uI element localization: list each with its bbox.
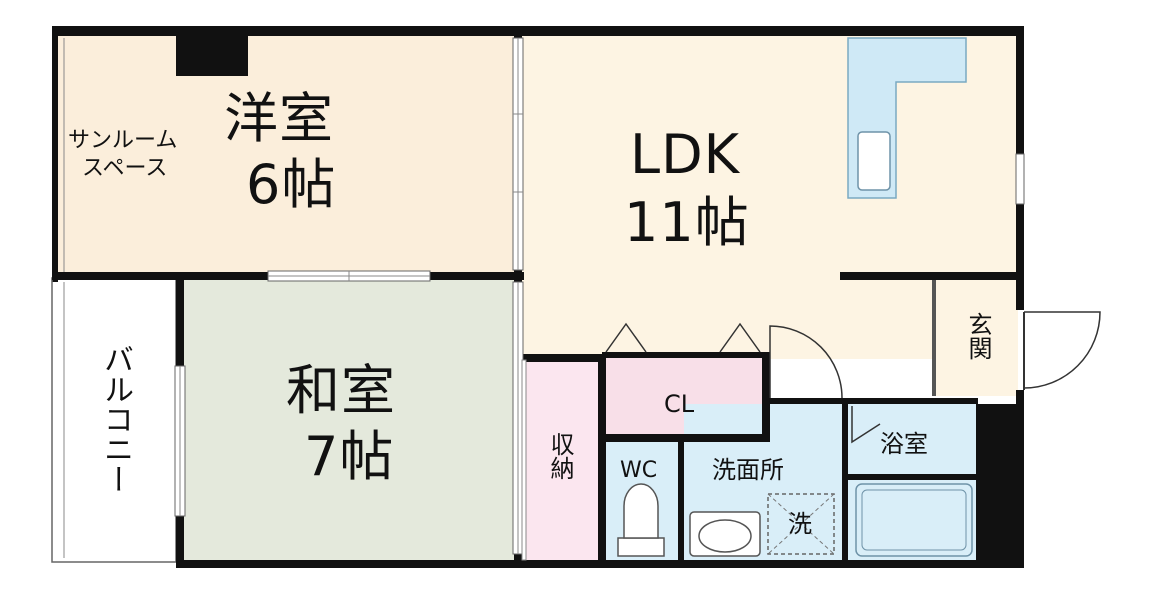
balcony-floor bbox=[58, 278, 176, 562]
wall-closet-right bbox=[762, 352, 770, 440]
entrance-label: 玄関 bbox=[964, 312, 992, 360]
western-room-size: 6帖 bbox=[246, 153, 337, 216]
western-room-name: 洋室 bbox=[224, 87, 334, 150]
japanese-room-floor bbox=[180, 278, 518, 562]
balcony-label: バルコニー bbox=[98, 344, 133, 494]
outer-wall-top bbox=[52, 26, 1024, 36]
ldk-name: LDK bbox=[630, 123, 741, 186]
wall-closet-top bbox=[602, 352, 770, 358]
window-ldk-right bbox=[1015, 153, 1025, 205]
wall-wc-right bbox=[678, 440, 684, 564]
wall-ldk-entrance bbox=[840, 272, 1024, 280]
outer-wall-left bbox=[52, 26, 58, 282]
ldk-size: 11帖 bbox=[624, 191, 750, 254]
storage-door bbox=[521, 359, 527, 561]
kitchen-sink bbox=[857, 131, 891, 191]
outer-wall-right-lower bbox=[1016, 390, 1024, 414]
washroom-door bbox=[769, 325, 843, 399]
washroom-label: 洗面所 bbox=[712, 456, 784, 484]
washer-label: 洗 bbox=[788, 510, 812, 538]
bathtub bbox=[855, 483, 973, 557]
pillar bbox=[176, 26, 248, 76]
storage-label: 収納 bbox=[546, 432, 574, 480]
wall-closet-bottom bbox=[602, 434, 770, 442]
storage-floor bbox=[524, 360, 600, 562]
bath-door bbox=[851, 406, 881, 444]
wash-basin bbox=[689, 511, 761, 557]
toilet-tank bbox=[617, 537, 665, 557]
wall-bath-left bbox=[842, 398, 848, 564]
bath-wall-block bbox=[976, 404, 1024, 568]
closet-label: CL bbox=[664, 390, 695, 418]
wall-storage-right bbox=[598, 354, 606, 564]
closet-door-right bbox=[719, 322, 761, 353]
bathroom-label: 浴室 bbox=[880, 430, 928, 458]
western-room-floor bbox=[58, 34, 518, 278]
wall-bath-mid bbox=[842, 474, 978, 480]
entrance-door bbox=[1023, 311, 1101, 389]
japanese-room-size: 7帖 bbox=[304, 425, 395, 488]
wall-wet-top bbox=[766, 398, 978, 404]
japanese-room-name: 和室 bbox=[286, 359, 396, 422]
wall-entrance-side bbox=[932, 280, 936, 396]
wc-label: WC bbox=[620, 458, 658, 483]
sunroom-label-line2: スペース bbox=[82, 156, 168, 181]
sunroom-label-line1: サンルーム bbox=[68, 128, 178, 153]
toilet-bowl bbox=[623, 483, 659, 539]
entrance-floor bbox=[935, 278, 1018, 396]
wall-storage-top bbox=[518, 354, 606, 362]
closet-door-left bbox=[605, 322, 647, 353]
